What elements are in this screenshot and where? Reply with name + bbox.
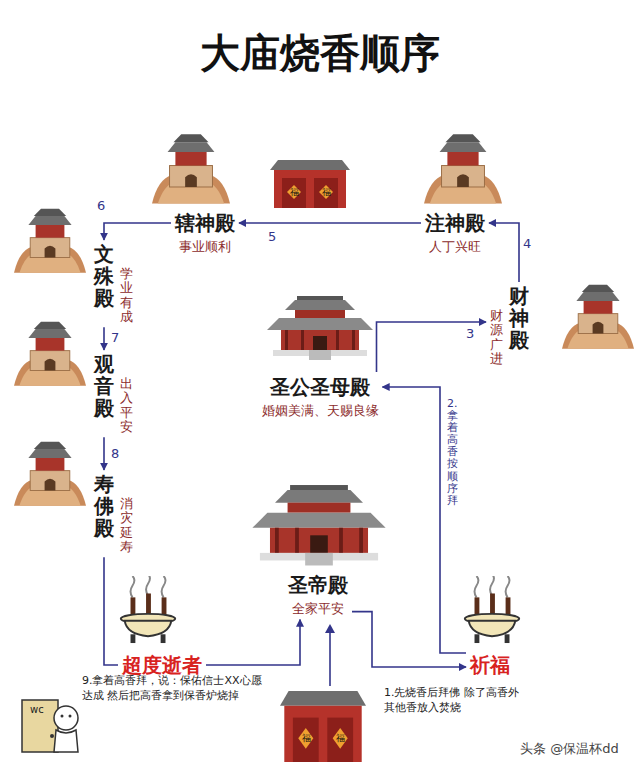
hall-name: 祈福 (470, 653, 510, 677)
flow-arrow (352, 612, 466, 667)
figure-eye (69, 715, 72, 718)
hall-name: 超度逝者 (122, 653, 202, 677)
door-character: 福 (334, 732, 346, 744)
hall-name: 观音殿 (94, 353, 114, 419)
hall-label: 观音殿出入平安 (90, 350, 137, 437)
corner-tower (424, 134, 502, 203)
hall-name: 圣帝殿 (288, 573, 348, 597)
incense-burner (121, 574, 175, 643)
burner-label: 祈福 (466, 650, 514, 680)
hall-label: 圣公圣母殿婚姻美满、天赐良缘 (258, 372, 383, 422)
door-knob (50, 734, 54, 738)
flow-arrow (103, 437, 105, 470)
hall-label: 财神殿财源广进 (486, 282, 533, 369)
page-title: 大庙烧香顺序 (0, 26, 640, 81)
figure-eye (61, 715, 64, 718)
hall-label: 注神殿人丁兴旺 (421, 208, 489, 258)
step-note: 1.先烧香后拜佛 除了高香外其他香放入焚烧 (384, 686, 524, 716)
flow-arrow (489, 223, 519, 282)
hall-name: 注神殿 (425, 211, 485, 235)
hall-blessing: 学业有成 (120, 267, 133, 324)
hall-name: 辖神殿 (175, 211, 235, 235)
hall-name: 文殊殿 (94, 243, 114, 309)
palace-hall (252, 485, 385, 565)
wc-door (22, 700, 58, 752)
wc-sign: wc (30, 704, 44, 715)
hall-label: 辖神殿事业顺利 (171, 208, 239, 258)
flow-arrow (377, 322, 487, 372)
hall-label: 寿佛殿消灾延寿 (90, 470, 137, 557)
watermark: 头条 @保温杯dd (520, 740, 619, 758)
hall-blessing: 事业顺利 (175, 239, 235, 255)
side-tower (562, 285, 634, 349)
side-tower (14, 442, 86, 506)
corner-tower (152, 134, 230, 203)
callout-number: 3 (466, 326, 474, 341)
step-note: 9.拿着高香拜，说：保佑信士XX心愿达成 然后把高香拿到保香炉烧掉 (82, 674, 272, 704)
step-note: 2.拿着高香按顺序拜 (447, 398, 458, 507)
door-character: 福 (288, 186, 300, 198)
hall-name: 财神殿 (509, 285, 529, 351)
hall-label: 圣帝殿全家平安 (284, 570, 352, 620)
figure-body (54, 730, 78, 752)
hall-blessing: 人丁兴旺 (425, 239, 485, 255)
flow-arrow (383, 387, 467, 653)
flow-arrow (206, 620, 300, 665)
hall-blessing: 财源广进 (490, 309, 503, 366)
side-tower (14, 322, 86, 386)
hall-label: 文殊殿学业有成 (90, 240, 137, 327)
door-character: 福 (320, 186, 332, 198)
callout-number: 5 (268, 229, 276, 244)
callout-number: 7 (111, 330, 119, 345)
top-gate (270, 160, 350, 208)
palace-hall (267, 296, 373, 360)
flow-arrow (104, 223, 171, 240)
figure-head (54, 706, 78, 730)
entry-arrow (329, 626, 331, 686)
hall-blessing: 消灾延寿 (120, 497, 133, 554)
hall-name: 圣公圣母殿 (262, 375, 379, 399)
hall-blessing: 全家平安 (288, 601, 348, 617)
side-tower (14, 209, 86, 273)
hall-blessing: 出入平安 (120, 377, 133, 434)
callout-number: 4 (523, 236, 531, 251)
flow-arrow (103, 327, 105, 350)
entrance-gate (280, 691, 366, 762)
callout-number: 6 (97, 198, 105, 213)
flow-arrow (239, 222, 421, 224)
hall-blessing: 婚姻美满、天赐良缘 (262, 403, 379, 419)
door-character: 福 (300, 732, 312, 744)
entry-arrowhead (325, 624, 335, 633)
flow-arrow (104, 557, 118, 665)
hall-name: 寿佛殿 (94, 473, 114, 539)
incense-burner (465, 574, 519, 643)
callout-number: 8 (111, 446, 119, 461)
